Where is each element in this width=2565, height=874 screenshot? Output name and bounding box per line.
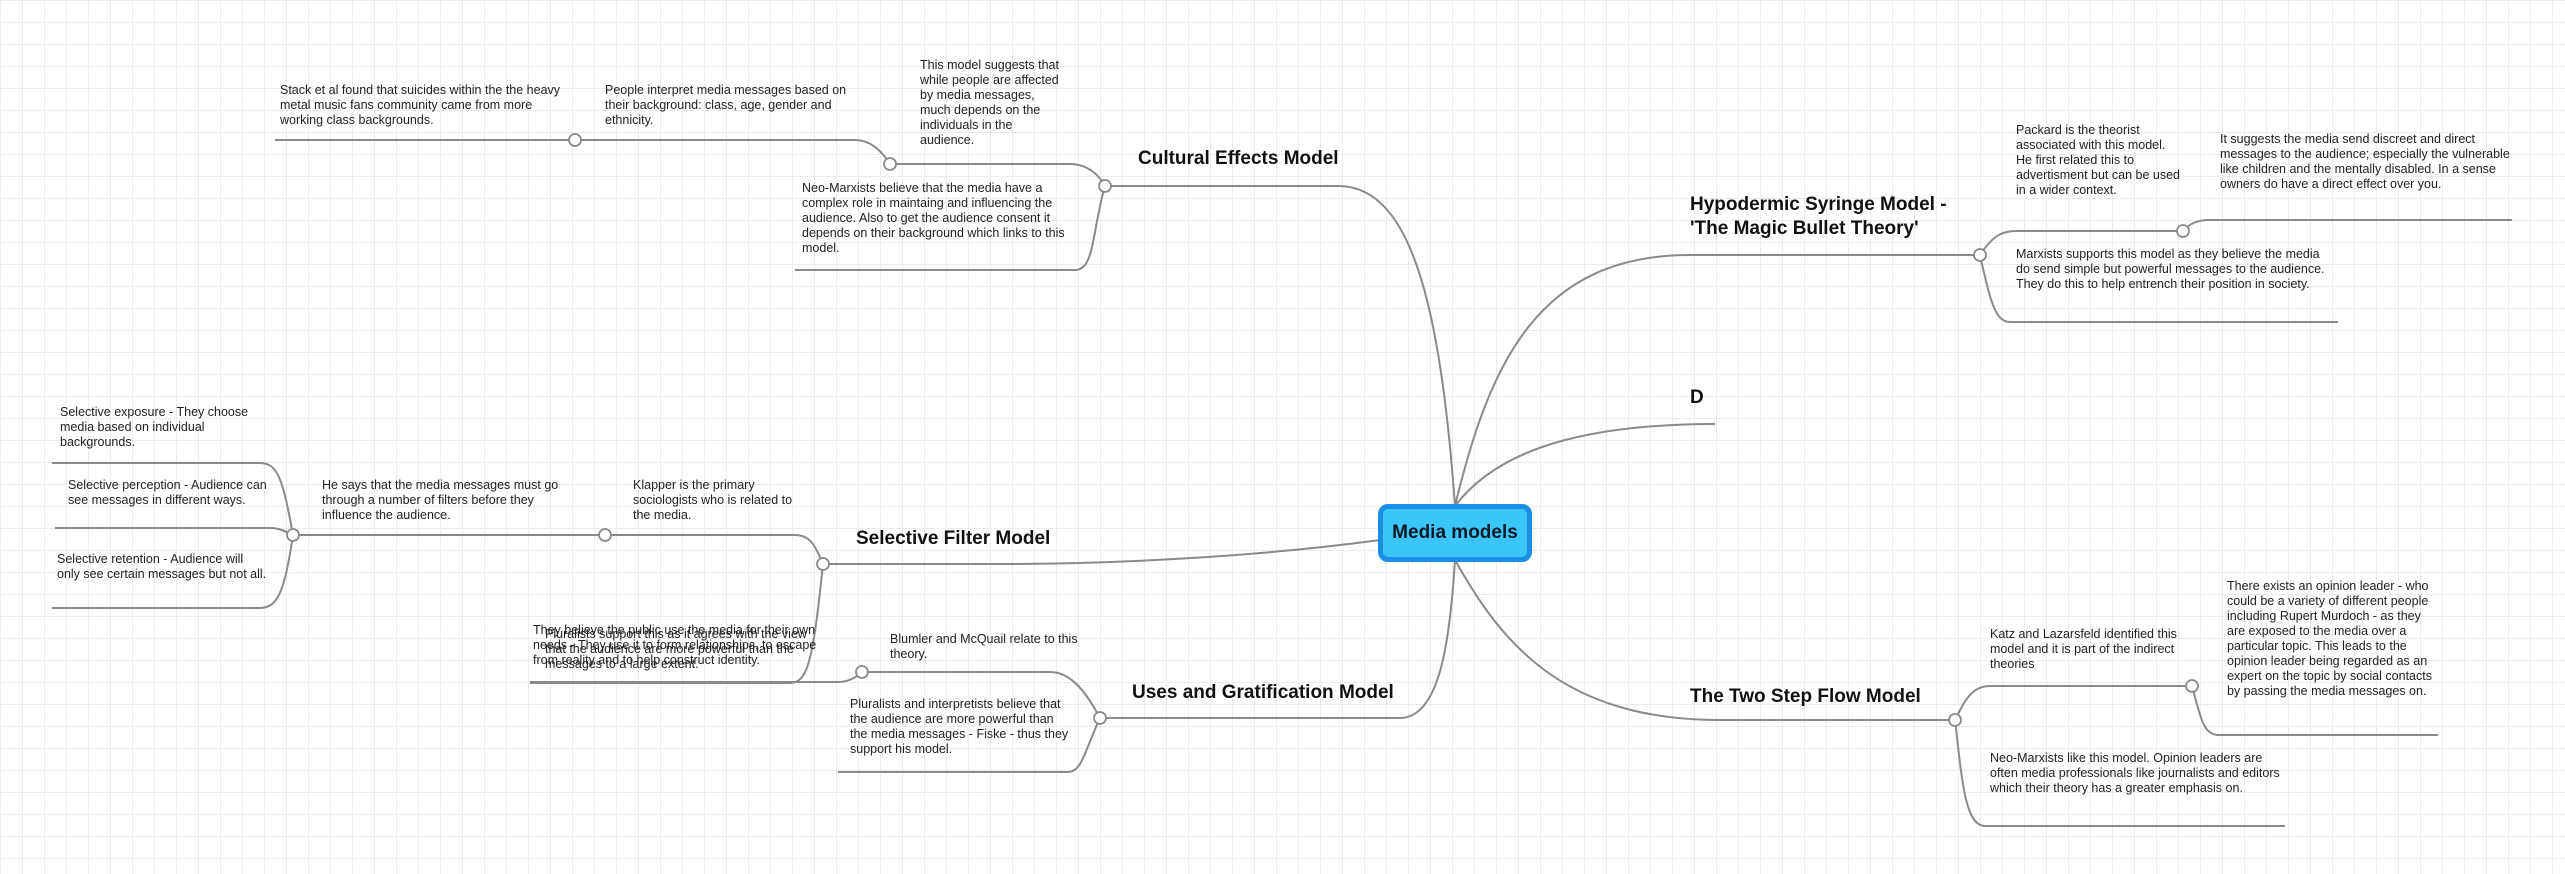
note-people-interpret[interactable]: People interpret media messages based on… — [605, 83, 847, 127]
connector-blumler — [862, 671, 1101, 719]
note-they-believe[interactable]: They believe the public use the media fo… — [533, 623, 817, 667]
connector-suggests — [2182, 219, 2512, 232]
connector-marxists — [1979, 254, 2338, 323]
connector-pluralists-interpretists — [838, 717, 1101, 773]
connector-cultural-neo — [795, 185, 1106, 271]
connector-twostep — [1454, 559, 1955, 721]
connector-uses — [1100, 559, 1456, 719]
branch-cultural-effects[interactable]: Cultural Effects Model — [1138, 148, 1339, 169]
connector-d — [1454, 423, 1716, 507]
note-neo-marxists-twostep[interactable]: Neo-Marxists like this model. Opinion le… — [1990, 751, 2280, 795]
note-marxists-support[interactable]: Marxists supports this model as they bel… — [2016, 247, 2325, 291]
note-pluralists-interpretists[interactable]: Pluralists and interpretists believe tha… — [850, 697, 1069, 756]
note-selective-retention[interactable]: Selective retention - Audience will only… — [57, 552, 267, 581]
branch-d[interactable]: D — [1690, 387, 1704, 408]
connector-they-believe — [530, 671, 863, 683]
connector-hypodermic — [1454, 254, 1980, 507]
connector-neo-twostep — [1954, 719, 2285, 827]
collapse-knob-he-says — [286, 528, 300, 542]
note-pluralists-support[interactable]: Pluralists support this as it agrees wit… — [545, 627, 807, 671]
note-klapper[interactable]: Klapper is the primary sociologists who … — [633, 478, 793, 522]
note-packard[interactable]: Packard is the theorist associated with … — [2016, 123, 2180, 197]
branch-uses-gratification[interactable]: Uses and Gratification Model — [1132, 682, 1394, 703]
collapse-knob-people — [568, 133, 582, 147]
collapse-knob-hyp-top — [2176, 224, 2190, 238]
note-blumler[interactable]: Blumler and McQuail relate to this theor… — [890, 632, 1078, 661]
note-selective-exposure[interactable]: Selective exposure - They choose media b… — [60, 405, 249, 449]
connector-katz — [1954, 685, 2192, 721]
note-katz[interactable]: Katz and Lazarsfeld identified this mode… — [1990, 627, 2177, 671]
collapse-knob-cultural-top — [883, 157, 897, 171]
collapse-knob-cultural — [1098, 179, 1112, 193]
note-opinion-leader[interactable]: There exists an opinion leader - who cou… — [2227, 579, 2432, 698]
note-neo-marxists-cultural[interactable]: Neo-Marxists believe that the media have… — [802, 181, 1065, 255]
connector-exposure — [52, 462, 294, 536]
collapse-knob-selective — [816, 557, 830, 571]
collapse-knob-katz — [2185, 679, 2199, 693]
connector-perception — [55, 527, 294, 536]
central-topic[interactable]: Media models — [1378, 504, 1532, 562]
note-stack[interactable]: Stack et al found that suicides within t… — [280, 83, 561, 127]
connector-cultural — [1105, 185, 1456, 507]
collapse-knob-blumler — [855, 665, 869, 679]
note-suggests-media[interactable]: It suggests the media send discreet and … — [2220, 132, 2510, 191]
branch-selective-filter[interactable]: Selective Filter Model — [856, 528, 1051, 549]
collapse-knob-hypodermic — [1973, 248, 1987, 262]
connector-people — [575, 139, 891, 165]
note-selective-perception[interactable]: Selective perception - Audience can see … — [68, 478, 267, 507]
collapse-knob-uses — [1093, 711, 1107, 725]
note-model-suggests[interactable]: This model suggests that while people ar… — [920, 58, 1059, 147]
connector-retention — [52, 534, 294, 609]
collapse-knob-twostep — [1948, 713, 1962, 727]
collapse-knob-klapper — [598, 528, 612, 542]
branch-two-step-flow[interactable]: The Two Step Flow Model — [1690, 686, 1921, 707]
connector-hyp-top — [1979, 230, 2183, 256]
branch-hypodermic-syringe[interactable]: Hypodermic Syringe Model - 'The Magic Bu… — [1690, 194, 1947, 239]
connector-selective — [823, 539, 1381, 565]
connector-opinion — [2191, 685, 2438, 736]
connector-klapper — [605, 534, 824, 565]
note-he-says[interactable]: He says that the media messages must go … — [322, 478, 559, 522]
